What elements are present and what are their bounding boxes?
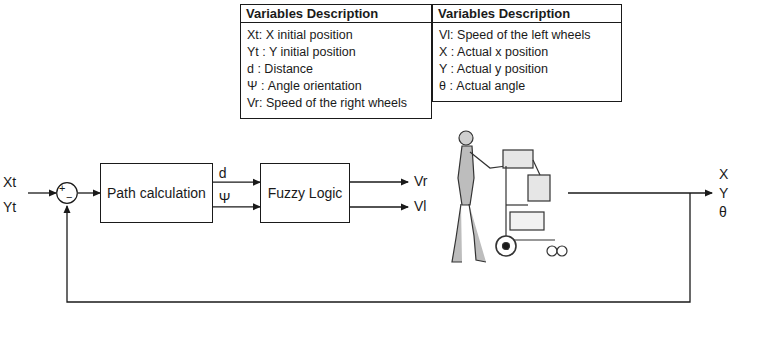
variables-table: Variables DescriptionXt: X initial posit… — [240, 4, 432, 119]
signal-name: θ — [719, 204, 727, 220]
variable-entry: d : Distance — [241, 61, 431, 78]
process-box: Path calculation — [100, 163, 213, 223]
input-wire — [28, 192, 56, 193]
signal-name: X — [719, 166, 728, 182]
signal-name: Vr — [414, 173, 427, 189]
table-heading: Variables Description — [241, 5, 431, 23]
variable-entry: θ : Actual angle — [433, 78, 621, 95]
signal-arrow — [213, 182, 260, 183]
signal-name: Ψ — [219, 190, 231, 206]
signal-name: Xt — [3, 174, 16, 190]
summing-junction: +− — [56, 182, 78, 204]
signal-arrow — [213, 206, 260, 207]
variable-entry: X : Actual x position — [433, 44, 621, 61]
variable-entry: Vl: Speed of the left wheels — [433, 27, 621, 44]
block-label: Fuzzy Logic — [268, 185, 343, 201]
process-box: Fuzzy Logic — [260, 163, 350, 223]
variable-entry: Ψ : Angle orientation — [241, 78, 431, 95]
variable-entry: Vr: Speed of the right wheels — [241, 95, 431, 112]
output-wire — [350, 181, 408, 182]
signal-name: d — [219, 165, 227, 181]
variables-table: Variables DescriptionVl: Speed of the le… — [432, 4, 622, 102]
walker-illustration — [452, 131, 567, 262]
block-label: Path calculation — [107, 185, 206, 201]
signal-name: Vl — [414, 198, 426, 214]
sign-mark: + — [59, 183, 65, 194]
signal-arrow — [78, 192, 100, 193]
variable-entry: Yt : Y initial position — [241, 44, 431, 61]
output-wire — [350, 206, 408, 207]
signal-name: Yt — [3, 199, 16, 215]
signal-name: Y — [719, 185, 728, 201]
table-heading: Variables Description — [433, 5, 621, 23]
variable-entry: Y : Actual y position — [433, 61, 621, 78]
sign-mark: − — [66, 192, 72, 203]
variable-entry: Xt: X initial position — [241, 27, 431, 44]
